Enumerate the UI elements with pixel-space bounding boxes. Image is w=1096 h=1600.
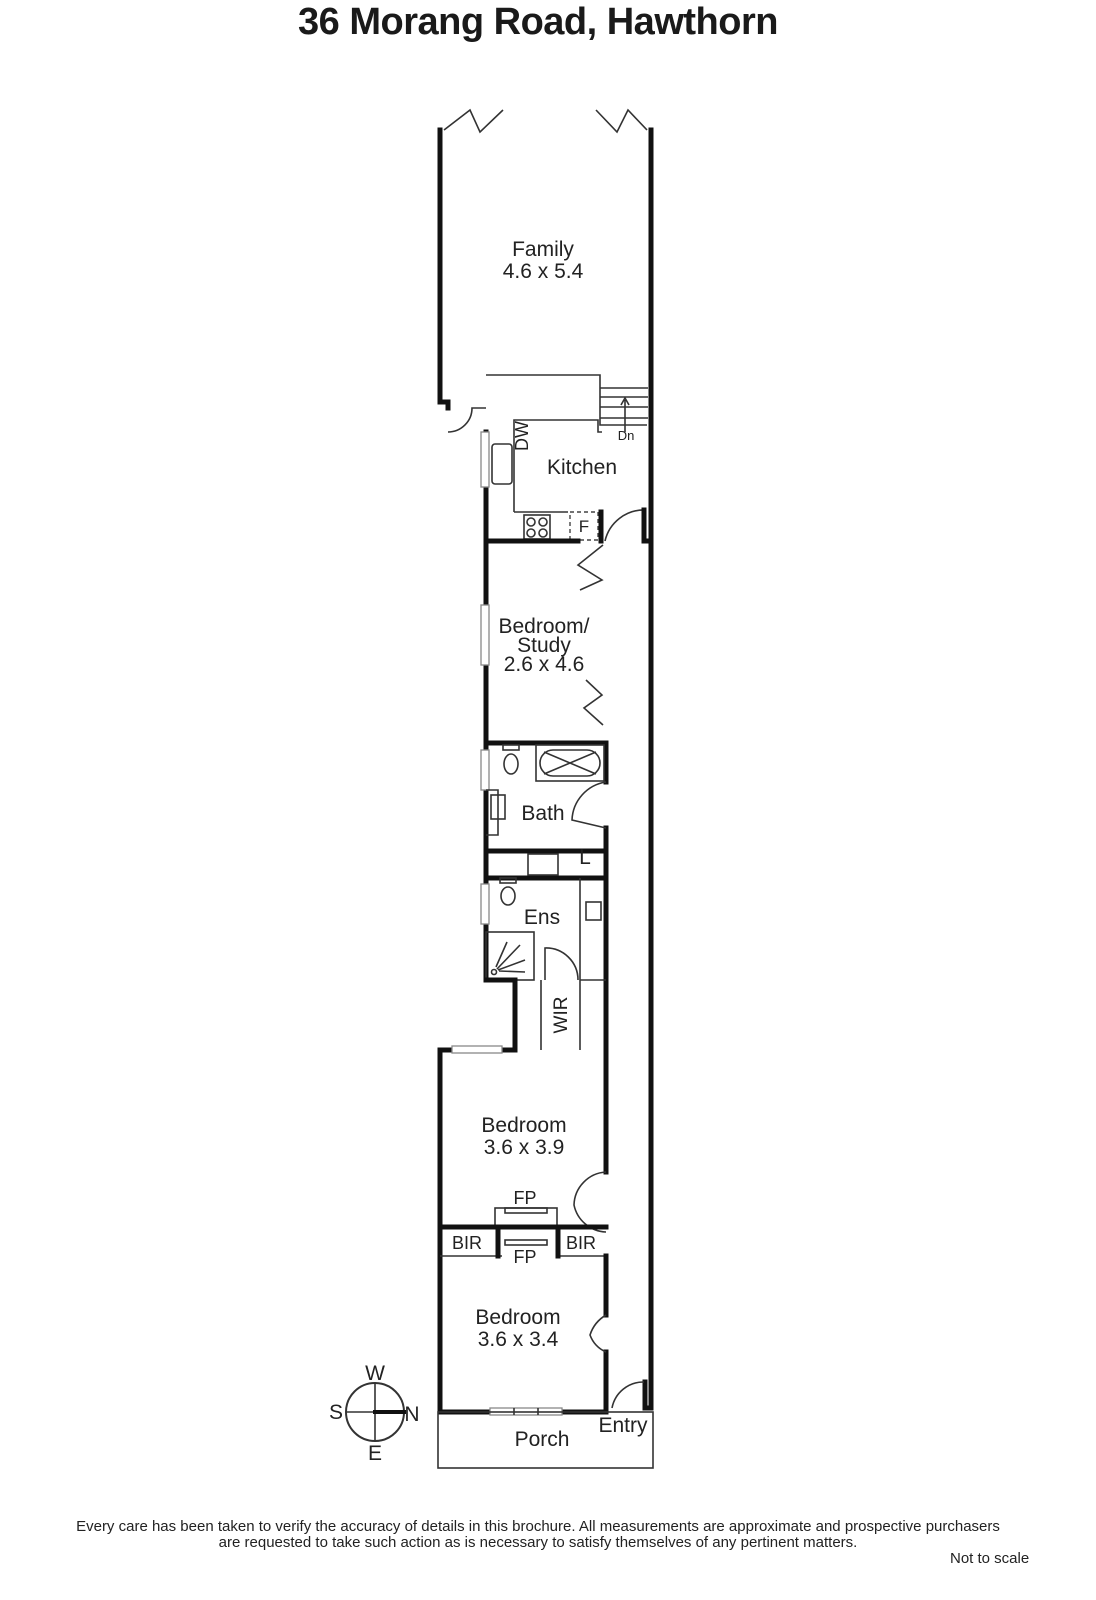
study-size: 2.6 x 4.6 xyxy=(504,653,585,676)
bir-row: BIR BIR FP xyxy=(437,1224,609,1267)
walk-in-robe: WIR xyxy=(483,977,606,1053)
disclaimer: Every care has been taken to verify the … xyxy=(0,1519,1076,1551)
kitchen-label: Kitchen xyxy=(547,456,617,479)
entry-label: Entry xyxy=(598,1414,648,1437)
ensuite-label: Ens xyxy=(524,906,560,929)
bedroom2-size: 3.6 x 3.4 xyxy=(478,1328,559,1351)
family-room: Family 4.6 x 5.4 xyxy=(437,108,654,1411)
compass: W S N E xyxy=(329,1362,420,1465)
bir-right-label: BIR xyxy=(566,1233,596,1253)
bathtub-icon xyxy=(535,744,605,782)
family-label: Family xyxy=(512,238,574,261)
study-window xyxy=(480,604,490,666)
compass-n: N xyxy=(404,1403,419,1426)
page-title: 36 Morang Road, Hawthorn xyxy=(298,1,778,43)
sink-icon xyxy=(491,443,513,485)
disclaimer-line-1: Every care has been taken to verify the … xyxy=(76,1518,1000,1535)
compass-e: E xyxy=(368,1442,382,1465)
porch-label: Porch xyxy=(515,1428,570,1451)
ensuite: Ens xyxy=(480,877,602,981)
kitchen: Dn DW F Kitchen xyxy=(480,374,653,983)
fridge-label: F xyxy=(579,517,589,536)
fridge-space xyxy=(569,511,599,541)
porch xyxy=(437,1411,654,1469)
bath-label: Bath xyxy=(521,802,564,825)
kitchen-window xyxy=(480,431,490,488)
bedroom-study: Bedroom/ Study 2.6 x 4.6 xyxy=(480,544,604,726)
laundry-trough-icon xyxy=(527,853,559,876)
toilet-icon xyxy=(503,753,519,775)
stairs-down-label: Dn xyxy=(618,428,635,443)
family-size: 4.6 x 5.4 xyxy=(503,260,584,283)
wir-label: WIR xyxy=(551,997,572,1034)
bedroom2-label: Bedroom xyxy=(475,1306,560,1329)
bedroom-1: Bedroom 3.6 x 3.9 FP xyxy=(437,1045,609,1415)
entry-porch: Porch Entry xyxy=(437,1379,654,1469)
compass-w: W xyxy=(365,1362,385,1385)
dishwasher-label: DW xyxy=(512,421,532,451)
compass-s: S xyxy=(329,1401,343,1424)
fp1-label: FP xyxy=(513,1188,536,1208)
bedroom-2: Bedroom 3.6 x 3.4 xyxy=(437,1253,609,1416)
study-label-2: Study xyxy=(517,634,571,657)
laundry: L xyxy=(483,846,609,881)
study-label-1: Bedroom/ xyxy=(498,615,589,638)
bedroom1-label: Bedroom xyxy=(481,1114,566,1137)
ensuite-vanity-icon xyxy=(585,901,602,921)
disclaimer-line-2: are requested to take such action as is … xyxy=(218,1534,858,1551)
bir-left-label: BIR xyxy=(452,1233,482,1253)
bedroom1-size: 3.6 x 3.9 xyxy=(484,1136,565,1159)
ensuite-toilet-icon xyxy=(500,886,516,906)
bath: Bath xyxy=(480,740,609,1053)
scale-note: Not to scale xyxy=(950,1550,1030,1567)
laundry-label: L xyxy=(579,846,591,869)
fp2-label: FP xyxy=(513,1247,536,1267)
